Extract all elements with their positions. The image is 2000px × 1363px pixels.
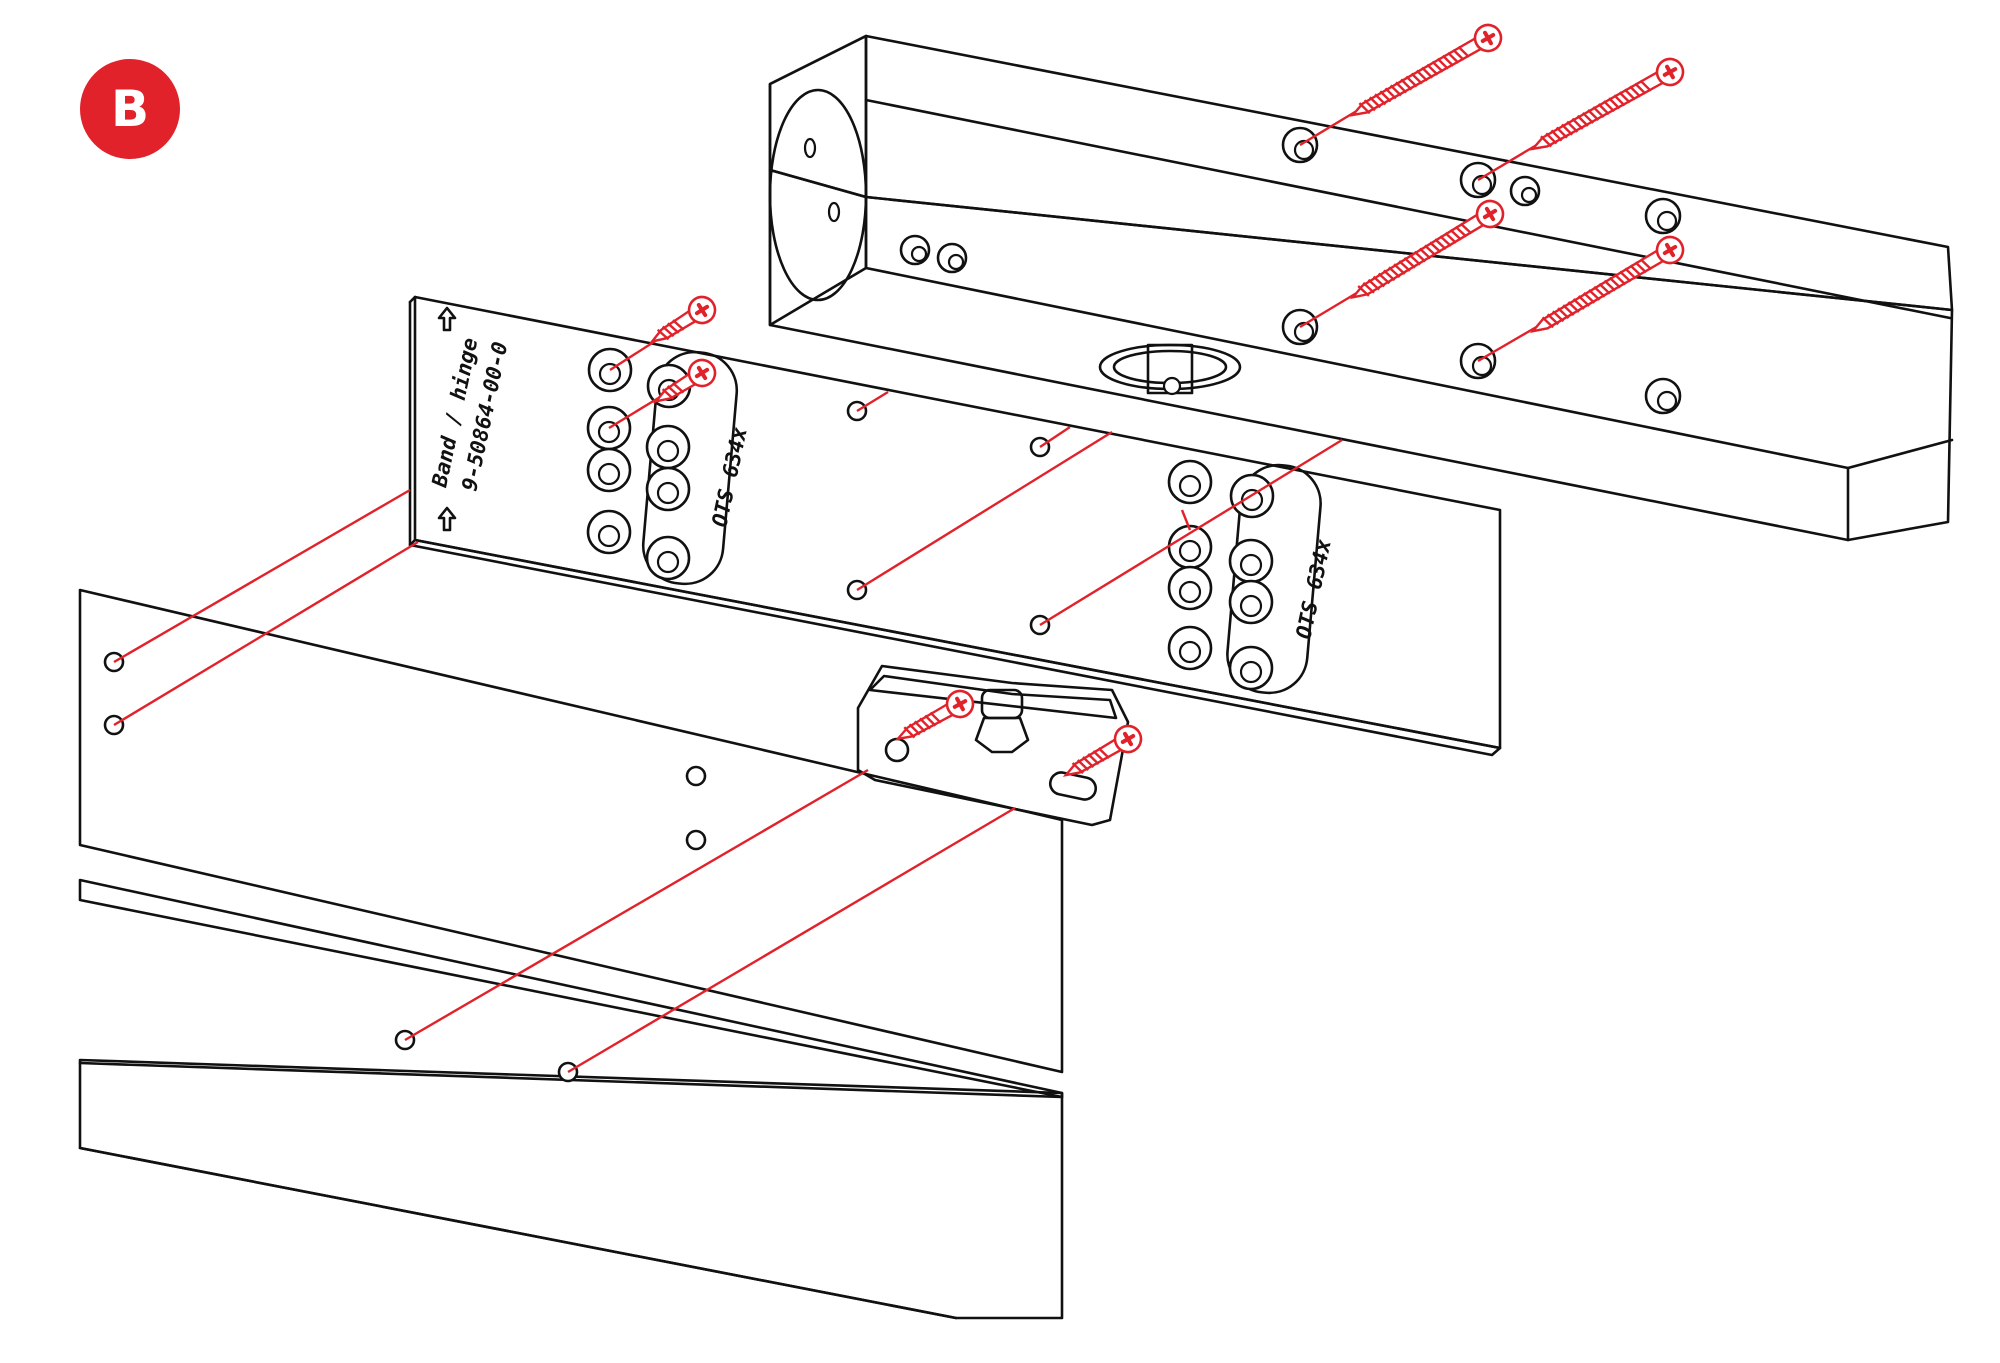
door-hole: [685, 765, 707, 787]
arm-bracket: [856, 664, 1130, 827]
cap-hole: [803, 137, 817, 159]
closer-edge: [1846, 438, 1954, 470]
closer-pinion: [1098, 343, 1242, 396]
bracket-body: [856, 664, 1130, 827]
arrow-up-icon: [437, 506, 457, 532]
plate-marking-left: OTS 634x: [707, 425, 752, 529]
plate-hole-cluster-left: OTS 634x: [586, 347, 752, 586]
bracket-stud-nut: [974, 716, 1030, 754]
cap-hole: [827, 201, 841, 223]
plate-marking-right: OTS 634x: [1291, 537, 1336, 641]
door-face: [78, 588, 1064, 1074]
door-bottom-line: [78, 1146, 958, 1320]
step-badge: B: [80, 59, 180, 159]
screw-icon: [1529, 57, 1685, 151]
screw-icon: [653, 358, 717, 404]
bracket-top: [868, 674, 1118, 720]
bracket-slot: [1048, 771, 1098, 801]
slot-plate-left: [641, 350, 739, 586]
plate-edge: [408, 538, 1502, 757]
step-letter: B: [110, 80, 150, 138]
arrow-up-icon: [437, 306, 457, 332]
closer-edge: [864, 266, 1850, 470]
closer-end-face: [768, 34, 868, 327]
door-closer-body: [768, 34, 1954, 542]
plate-hole-cluster-right: OTS 634x: [1167, 459, 1336, 695]
door-hole: [685, 829, 707, 851]
screw-icon: [894, 689, 975, 741]
screw-icon: [1349, 23, 1503, 117]
closer-edge: [864, 98, 1952, 320]
door-lower-face: [78, 1058, 1064, 1320]
closer-front-face: [768, 168, 1954, 542]
screw-icon: [1349, 199, 1505, 300]
screw-icon: [1529, 235, 1685, 333]
screw-icon: [1062, 724, 1143, 777]
door-leaf: [78, 588, 1064, 1320]
screws: [649, 23, 1685, 777]
screw-icon: [649, 295, 717, 344]
bracket-hole: [884, 737, 910, 763]
closer-end-cap: [768, 88, 868, 302]
alignment-guides: [113, 104, 1546, 1074]
